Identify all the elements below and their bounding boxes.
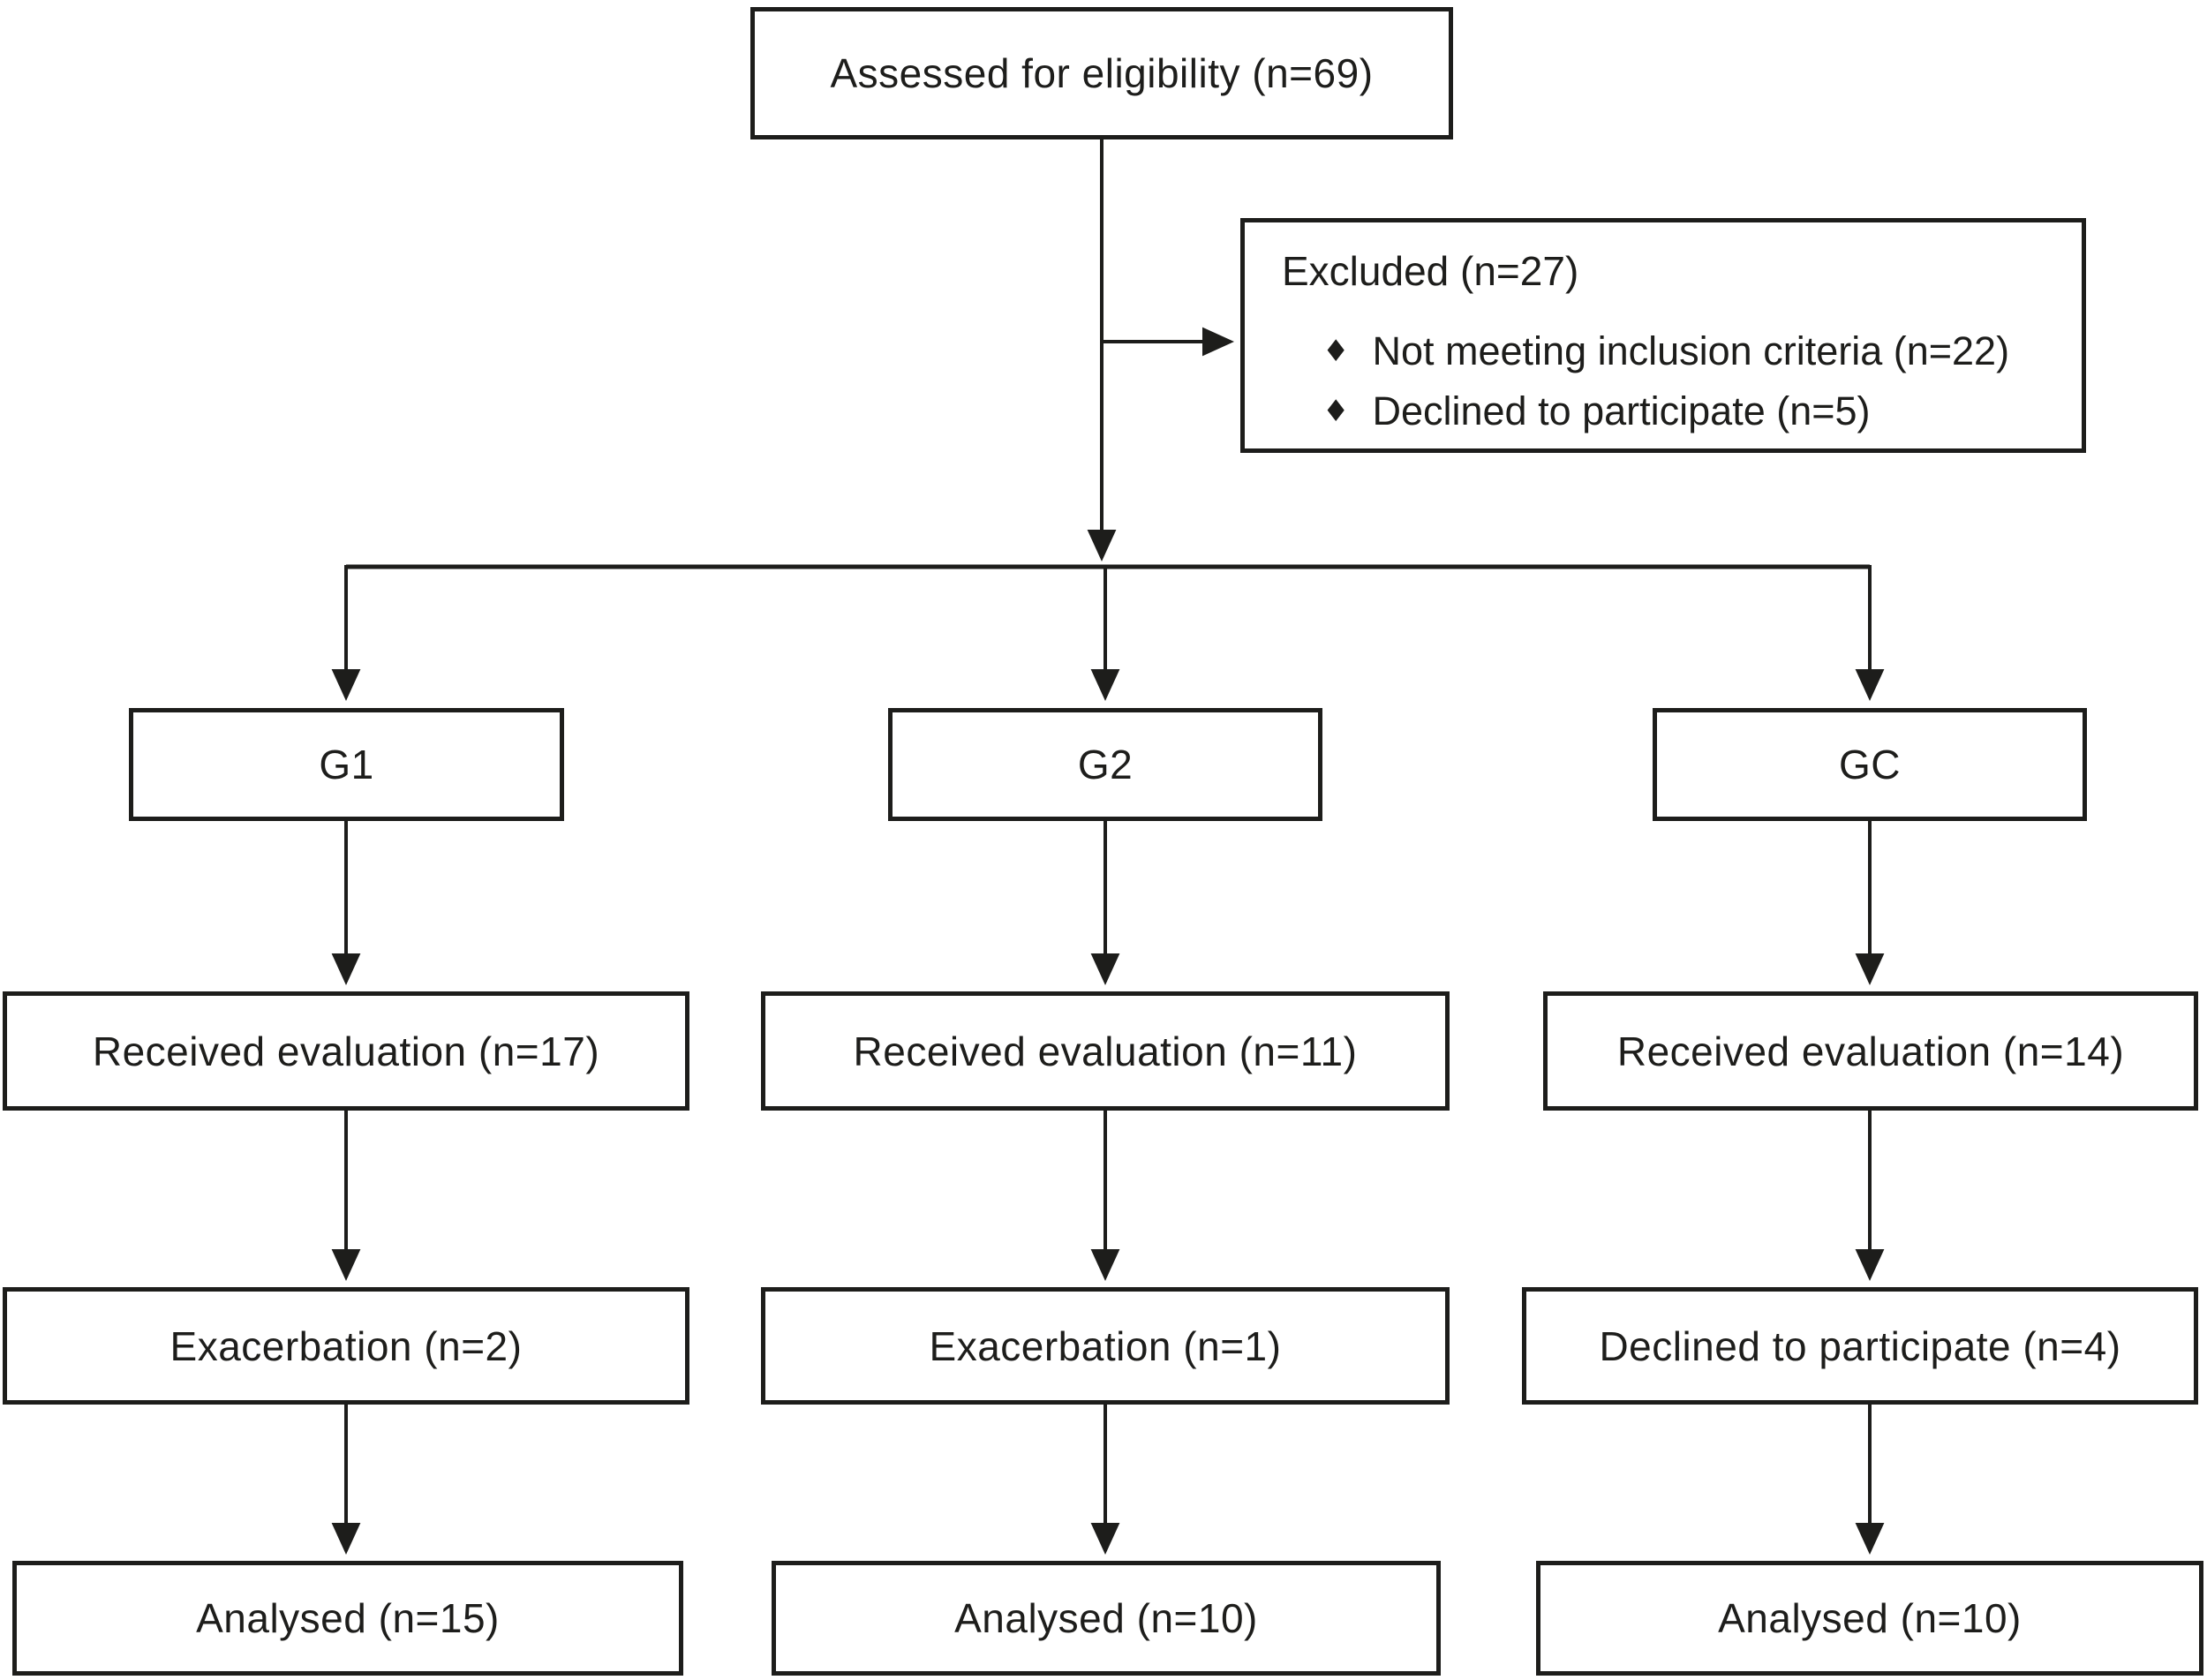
node-g2-dropout-label: Exacerbation (n=1)	[929, 1322, 1282, 1369]
node-assessed: Assessed for eligibility (n=69)	[750, 7, 1453, 139]
node-gc-analysed-label: Analysed (n=10)	[1718, 1595, 2022, 1641]
node-gc: GC	[1653, 708, 2087, 821]
node-g1-dropout: Exacerbation (n=2)	[3, 1287, 689, 1405]
node-gc-label: GC	[1839, 742, 1901, 787]
node-g2-received: Received evaluation (n=11)	[761, 991, 1450, 1111]
node-g2-label: G2	[1077, 742, 1134, 787]
excluded-item-label: Not meeting inclusion criteria (n=22)	[1372, 328, 2010, 373]
node-gc-analysed: Analysed (n=10)	[1536, 1561, 2203, 1676]
node-g1-analysed-label: Analysed (n=15)	[196, 1595, 500, 1641]
node-gc-received: Received evaluation (n=14)	[1543, 991, 2198, 1111]
node-g1-received: Received evaluation (n=17)	[3, 991, 689, 1111]
excluded-item: ♦ Not meeting inclusion criteria (n=22)	[1282, 321, 2055, 381]
node-g1-label: G1	[319, 742, 374, 787]
diamond-bullet-icon: ♦	[1322, 334, 1350, 369]
diamond-bullet-icon: ♦	[1322, 394, 1350, 429]
node-g1-dropout-label: Exacerbation (n=2)	[169, 1322, 523, 1369]
excluded-title: Excluded (n=27)	[1282, 248, 1579, 294]
node-g2-analysed-label: Analysed (n=10)	[954, 1595, 1258, 1641]
excluded-list: ♦ Not meeting inclusion criteria (n=22) …	[1282, 321, 2055, 441]
node-g2: G2	[888, 708, 1322, 821]
excluded-item: ♦ Declined to participate (n=5)	[1282, 381, 2055, 441]
node-gc-dropout: Declined to participate (n=4)	[1522, 1287, 2198, 1405]
node-g2-received-label: Received evaluation (n=11)	[853, 1028, 1358, 1074]
node-g1: G1	[129, 708, 564, 821]
node-g2-dropout: Exacerbation (n=1)	[761, 1287, 1450, 1405]
node-assessed-label: Assessed for eligibility (n=69)	[830, 50, 1374, 96]
node-excluded: Excluded (n=27) ♦ Not meeting inclusion …	[1240, 218, 2086, 453]
node-g1-analysed: Analysed (n=15)	[12, 1561, 683, 1676]
node-gc-received-label: Received evaluation (n=14)	[1616, 1028, 2125, 1074]
excluded-item-label: Declined to participate (n=5)	[1372, 388, 1871, 433]
node-g1-received-label: Received evaluation (n=17)	[92, 1028, 600, 1074]
node-g2-analysed: Analysed (n=10)	[772, 1561, 1441, 1676]
node-gc-dropout-label: Declined to participate (n=4)	[1599, 1322, 2121, 1369]
